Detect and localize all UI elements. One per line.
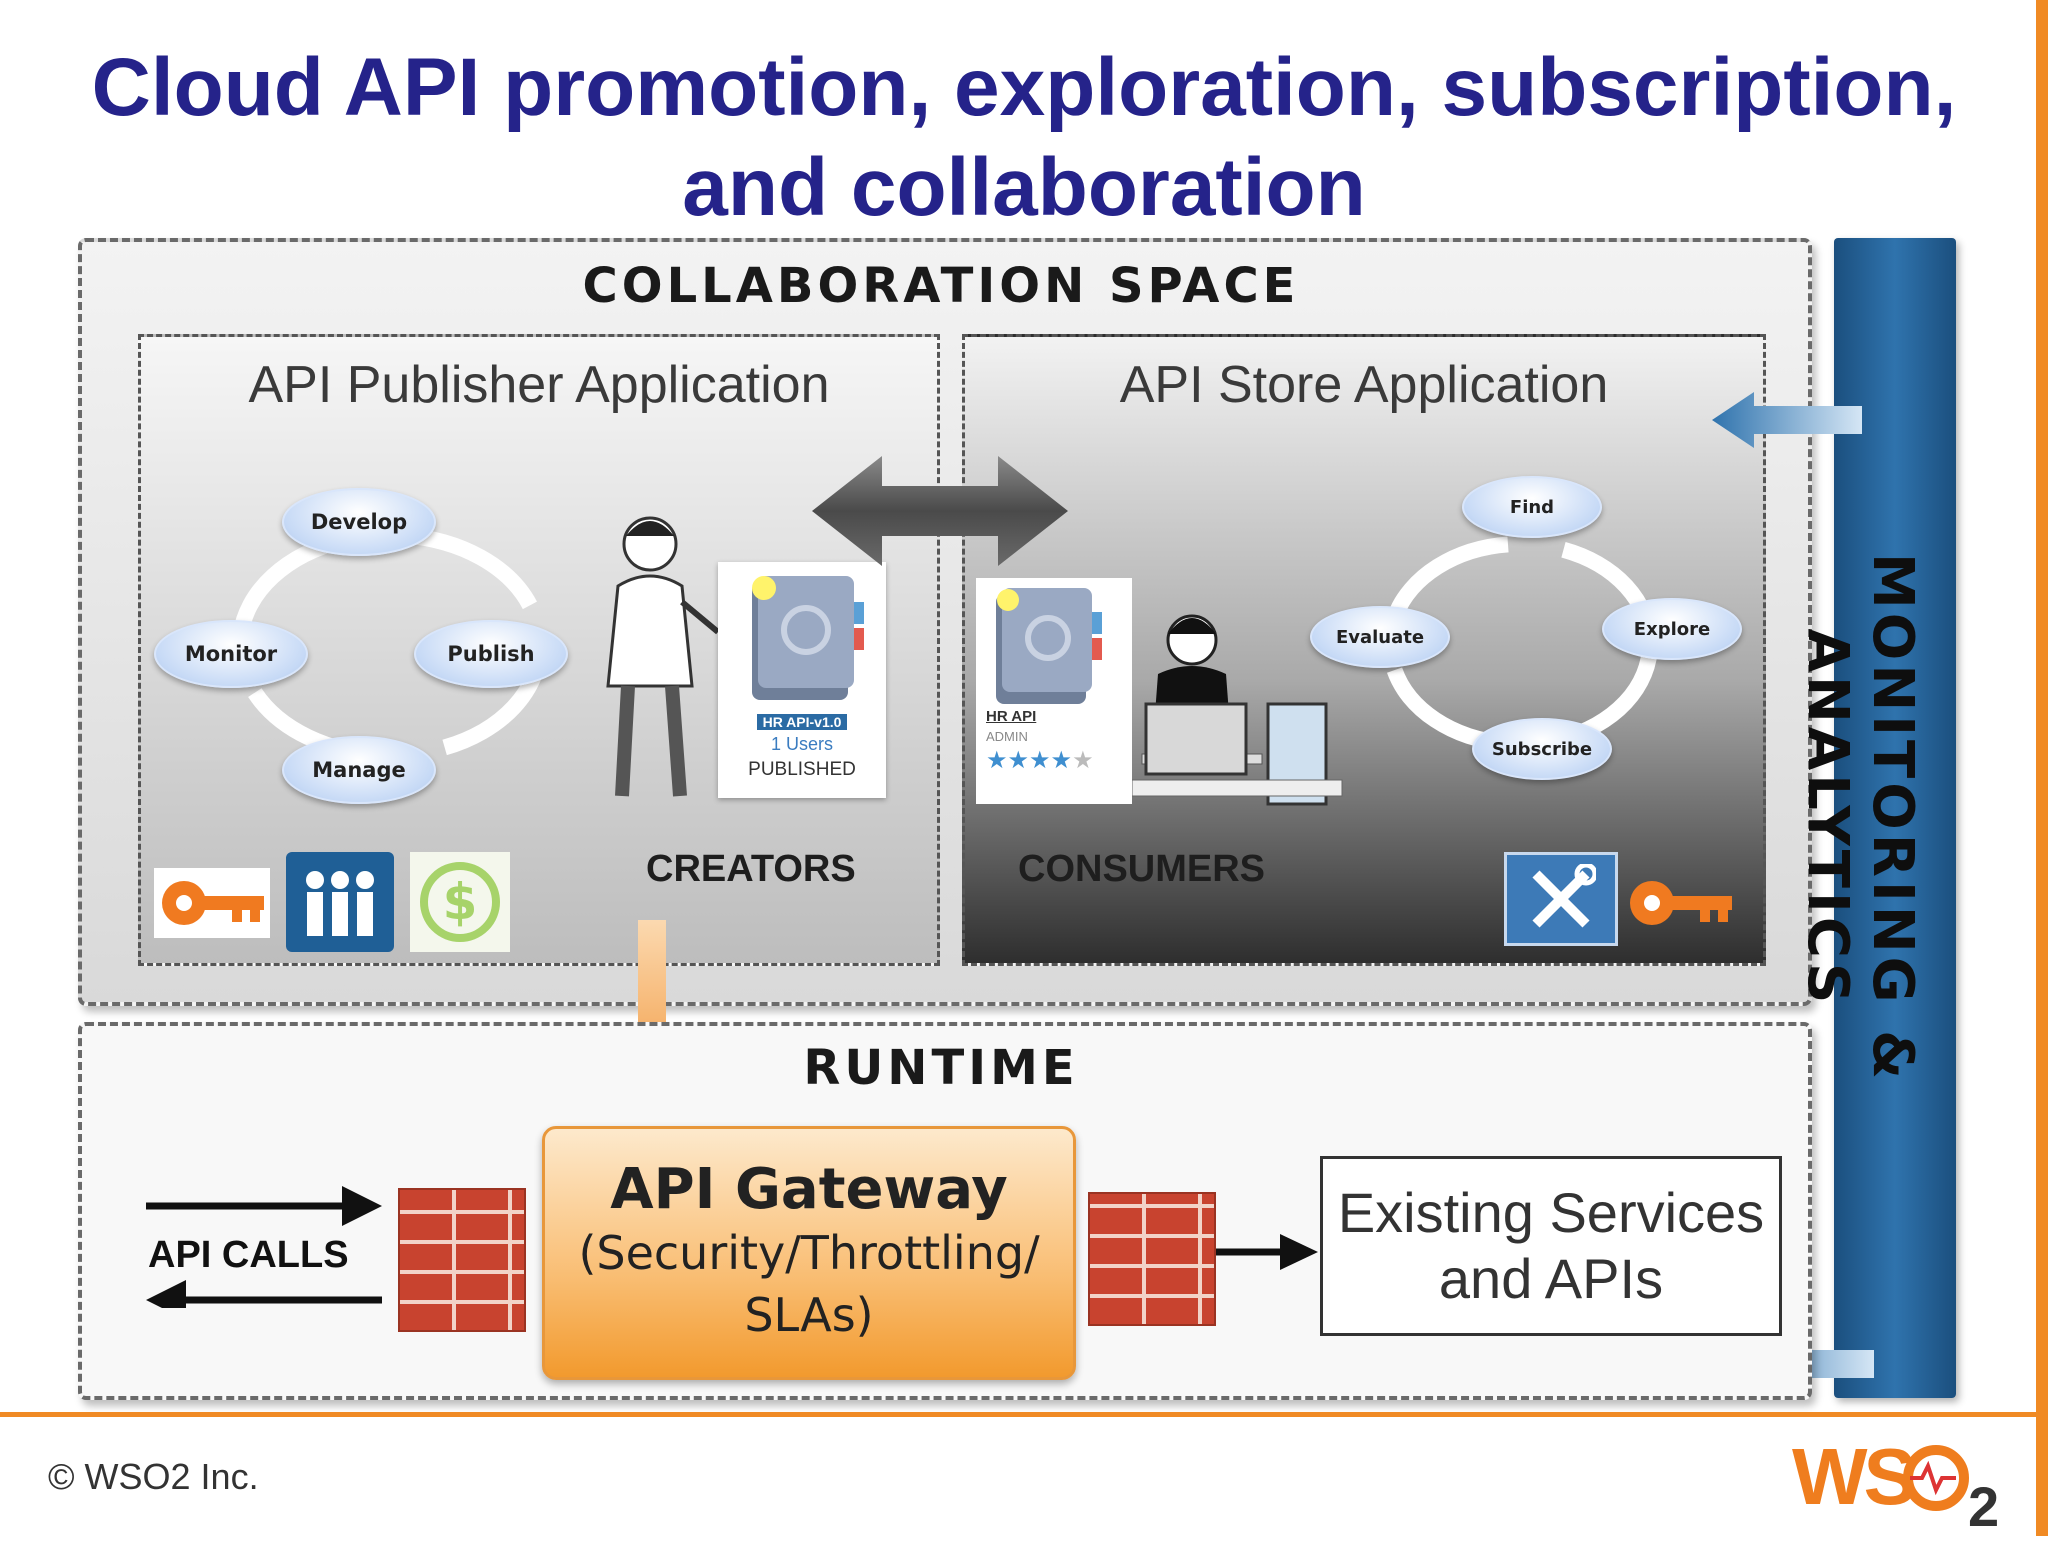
wso2-logo-icon: WS 2 <box>1792 1432 2001 1538</box>
monitoring-arrow-store <box>1712 392 1862 448</box>
footer-divider <box>0 1412 2048 1417</box>
creators-label: CREATORS <box>646 848 856 890</box>
slide-title-line-1: Cloud API promotion, exploration, subscr… <box>91 42 1957 133</box>
api-gateway-title: API Gateway <box>610 1157 1008 1222</box>
consumers-label: CONSUMERS <box>1018 848 1266 890</box>
monitoring-analytics-label: MONITORING & ANALYTICS <box>1795 553 1925 1083</box>
cycle-explore: Explore <box>1602 598 1742 660</box>
runtime-label: RUNTIME <box>803 1040 1079 1096</box>
key-icon <box>1630 881 1732 925</box>
store-api-owner: ADMIN <box>986 729 1028 744</box>
cycle-find: Find <box>1462 476 1602 538</box>
published-api-users: 1 Users <box>770 734 833 754</box>
cycle-publish: Publish <box>414 620 568 688</box>
published-api-status: PUBLISHED <box>748 759 856 780</box>
cycle-subscribe: Subscribe <box>1472 718 1612 780</box>
collaboration-space-label: COLLABORATION SPACE <box>582 258 1300 314</box>
api-calls-label: API CALLS <box>148 1234 349 1276</box>
copyright-text: © WSO2 Inc. <box>48 1456 259 1497</box>
svg-text:WS: WS <box>1792 1432 1915 1521</box>
published-api-card: HR API-v1.0 1 Users PUBLISHED <box>718 562 886 798</box>
store-api-card: HR API ADMIN ★★★★★ <box>976 578 1132 804</box>
rating-star-icon: ★ <box>1050 747 1073 774</box>
svg-text:2: 2 <box>1968 1475 1997 1530</box>
existing-services-line-1: Existing Services <box>1337 1181 1765 1244</box>
store-api-name: HR API <box>986 708 1037 725</box>
published-api-name: HR API-v1.0 <box>757 714 847 730</box>
slide-title: Cloud API promotion, exploration, subscr… <box>0 38 2048 238</box>
consumer-person-icon <box>1132 614 1343 806</box>
api-gateway-box: API Gateway (Security/Throttling/ SLAs) <box>542 1126 1076 1380</box>
svg-text:$: $ <box>443 873 478 931</box>
firewall-right-icon <box>1088 1192 1216 1326</box>
slide-side-accent <box>2036 0 2048 1536</box>
creator-person-icon <box>606 516 720 797</box>
api-publisher-title: API Publisher Application <box>248 356 830 414</box>
api-book-icon <box>752 576 864 700</box>
rating-star-icon: ★ <box>1007 747 1030 774</box>
firewall-left-icon <box>398 1188 526 1332</box>
bidirectional-arrow-icon <box>812 456 1068 566</box>
api-store-title: API Store Application <box>1119 356 1609 414</box>
api-calls-arrows <box>146 1186 382 1308</box>
people-icon <box>286 852 394 952</box>
tools-icon <box>1504 852 1618 946</box>
rating-star-icon: ★ <box>1029 747 1051 774</box>
cycle-manage: Manage <box>282 736 436 804</box>
cycle-evaluate: Evaluate <box>1310 606 1450 668</box>
api-book-icon <box>996 588 1102 704</box>
wso2-logo: WS 2 <box>1792 1430 2012 1549</box>
store-api-rating: ★★★★★ <box>976 746 1132 775</box>
existing-services-box: Existing Services and APIs <box>1320 1156 1782 1336</box>
api-gateway-line-2: (Security/Throttling/ <box>578 1226 1040 1280</box>
cycle-develop: Develop <box>282 488 436 556</box>
rating-star-icon: ★ <box>986 747 1008 774</box>
api-gateway-line-3: SLAs) <box>744 1288 874 1342</box>
dollar-icon: $ <box>410 852 510 952</box>
existing-services-line-2: and APIs <box>1438 1247 1664 1310</box>
cycle-monitor: Monitor <box>154 620 308 688</box>
slide-title-line-2: and collaboration <box>682 142 1366 233</box>
rating-star-icon: ★ <box>1072 747 1094 774</box>
key-icon <box>154 868 270 938</box>
gateway-to-services-arrow <box>1216 1234 1318 1270</box>
